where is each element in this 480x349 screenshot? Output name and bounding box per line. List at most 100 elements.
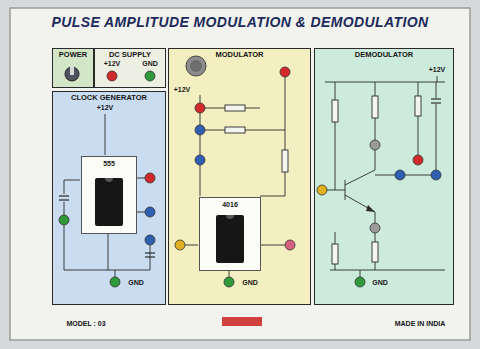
wire: [64, 270, 150, 271]
ic-chip: 4016: [199, 197, 261, 271]
wire: [345, 170, 375, 185]
capacitor-plate: [59, 199, 69, 200]
terminal-socket: [355, 277, 365, 287]
panel-fill: [94, 48, 166, 88]
ic-notch: [105, 178, 113, 182]
maker-logo: [222, 317, 262, 326]
panel-fill: [52, 48, 94, 88]
resistor-symbol: [332, 100, 338, 122]
wire: [345, 180, 346, 200]
wire: [136, 212, 145, 213]
capacitor-plate: [145, 252, 155, 253]
ic-body: [214, 214, 246, 264]
wire: [330, 270, 445, 271]
terminal-label: GND: [372, 279, 388, 287]
circuit-wires: [64, 76, 445, 277]
resistor-symbol: [282, 150, 288, 172]
terminal-label: GND: [128, 279, 144, 287]
wire: [185, 245, 198, 246]
wire: [437, 76, 438, 82]
terminal-socket: [110, 277, 120, 287]
potentiometer-cap: [190, 60, 202, 72]
wire: [229, 270, 230, 277]
wire: [375, 233, 376, 242]
capacitor-plate: [431, 98, 441, 99]
panel-fill: [314, 48, 454, 305]
wire: [436, 82, 437, 98]
wire: [245, 108, 260, 109]
terminal-label: GND: [242, 279, 258, 287]
wire: [285, 77, 286, 150]
wire: [360, 270, 361, 277]
terminal-socket: [107, 71, 117, 81]
terminal-socket: [195, 103, 205, 113]
panel-heading: POWER: [59, 50, 87, 59]
terminal-label: +12V: [174, 86, 191, 94]
panel-heading: DC SUPPLY: [109, 50, 151, 59]
terminal-socket: [224, 277, 234, 287]
capacitor-plate: [145, 256, 155, 257]
wire: [108, 233, 109, 270]
switch-toggle: [70, 66, 74, 75]
terminal-socket: [145, 207, 155, 217]
wire: [375, 212, 376, 223]
ic-chip: 555: [81, 156, 137, 234]
terminals: [59, 67, 441, 287]
wire: [327, 190, 345, 191]
wire: [285, 172, 286, 196]
wire: [418, 82, 419, 96]
terminal-socket: [413, 155, 423, 165]
wire: [260, 245, 285, 246]
terminal-socket: [395, 170, 405, 180]
terminal-socket: [145, 173, 155, 183]
power-panel: POWER: [52, 48, 94, 88]
wire: [115, 270, 116, 277]
wire: [64, 225, 65, 270]
terminal-label: +12V: [429, 66, 446, 74]
terminal-socket: [175, 240, 185, 250]
wire: [335, 82, 336, 100]
wire: [64, 180, 65, 194]
wire: [436, 104, 437, 170]
wire: [260, 196, 285, 197]
panel-fills: [10, 8, 470, 340]
terminal-socket: [59, 215, 69, 225]
terminal-label: MADE IN INDIA: [395, 320, 446, 328]
resistor-symbol: [372, 96, 378, 118]
wire: [375, 82, 376, 96]
board-face: [10, 8, 470, 340]
terminal-socket: [285, 240, 295, 250]
terminal-label: +12V: [104, 60, 121, 68]
resistor-symbol: [415, 96, 421, 116]
transistor-arrow: [366, 205, 375, 212]
terminal-socket: [195, 125, 205, 135]
wire: [335, 232, 336, 244]
resistor-symbol: [372, 242, 378, 262]
terminal-socket: [317, 185, 327, 195]
wire: [105, 114, 106, 155]
wire: [205, 130, 225, 131]
power-switch: [65, 67, 79, 81]
panel-heading: MODULATOR: [215, 50, 263, 59]
capacitor-plate: [59, 195, 69, 196]
clock-panel: CLOCK GENERATOR 555: [52, 91, 166, 305]
terminal-socket: [370, 223, 380, 233]
wire: [418, 116, 419, 155]
panel-fill: [168, 48, 311, 305]
resistor-symbol: [225, 105, 245, 111]
terminal-socket: [145, 71, 155, 81]
panel-heading: 4016: [222, 200, 238, 209]
panel-heading: CLOCK GENERATOR: [71, 93, 147, 102]
supply-panel: DC SUPPLY: [94, 48, 166, 88]
terminal-label: +12V: [97, 104, 114, 112]
potentiometer-knob: [186, 56, 206, 76]
terminal-socket: [195, 155, 205, 165]
ic-package: [216, 215, 244, 263]
terminal-label: MODEL : 03: [66, 320, 105, 328]
panel-heading: 555: [103, 159, 115, 168]
wire: [64, 180, 80, 181]
panel-fill: [52, 91, 166, 305]
wire: [325, 82, 445, 83]
terminal-label: GND: [142, 60, 158, 68]
resistor-symbol: [332, 244, 338, 264]
